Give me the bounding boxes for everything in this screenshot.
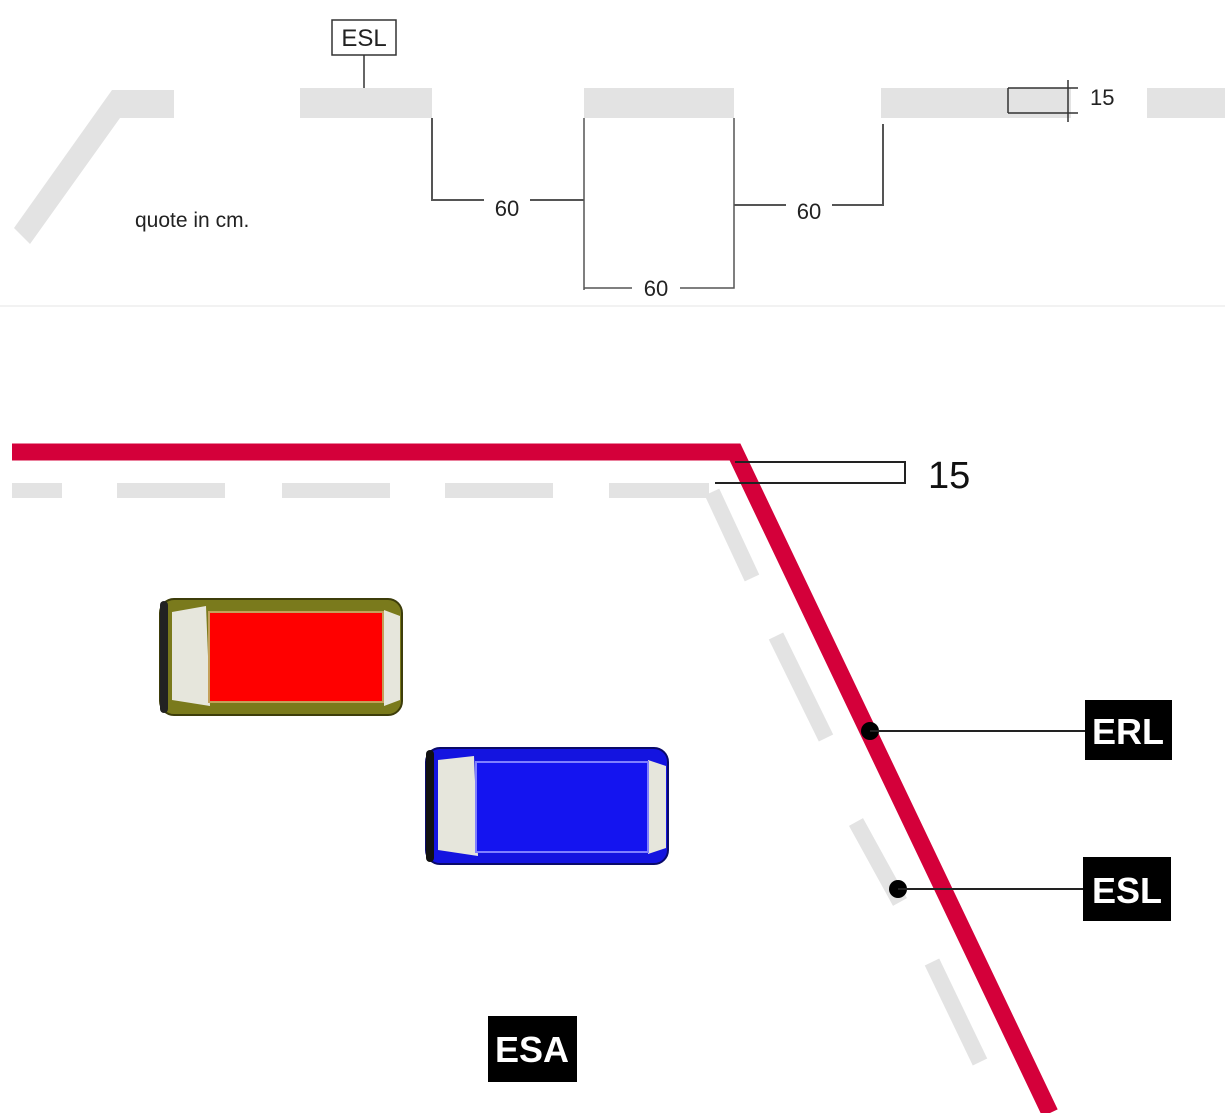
dim-width-bottom-label: 15 xyxy=(928,455,970,497)
dim-width-top xyxy=(1007,80,1078,122)
dim-gap-left-label: 60 xyxy=(495,196,519,221)
esl-tag-top: ESL xyxy=(331,19,397,88)
dash-segment xyxy=(584,88,734,118)
esl-pointer: ESL xyxy=(889,857,1171,921)
erl-red-line xyxy=(12,443,1058,1113)
dim-width-top-label: 15 xyxy=(1090,85,1114,110)
top-dash-pattern xyxy=(14,88,1225,244)
esl-label: ESL xyxy=(1092,870,1162,911)
red-car-icon xyxy=(159,598,403,716)
esl-tag-label: ESL xyxy=(341,25,386,52)
dash-segment-angled xyxy=(14,90,174,244)
esa-label: ESA xyxy=(495,1029,569,1070)
erl-label: ERL xyxy=(1092,711,1164,752)
dim-gap-right xyxy=(734,124,884,206)
dim-gap-left xyxy=(431,118,585,290)
dash-segment xyxy=(300,88,432,118)
esl-dashed-line xyxy=(12,483,709,498)
dash-segment xyxy=(1147,88,1225,118)
dim-width-bottom xyxy=(715,461,906,484)
dim-segment-label: 60 xyxy=(644,276,668,301)
blue-car-icon xyxy=(425,747,669,865)
esl-dashed-line-diagonal xyxy=(704,488,988,1066)
units-note: quote in cm. xyxy=(135,209,249,232)
dim-segment xyxy=(584,118,735,289)
erl-pointer: ERL xyxy=(861,700,1172,760)
esa-area-label: ESA xyxy=(488,1016,577,1082)
dim-gap-right-label: 60 xyxy=(797,199,821,224)
